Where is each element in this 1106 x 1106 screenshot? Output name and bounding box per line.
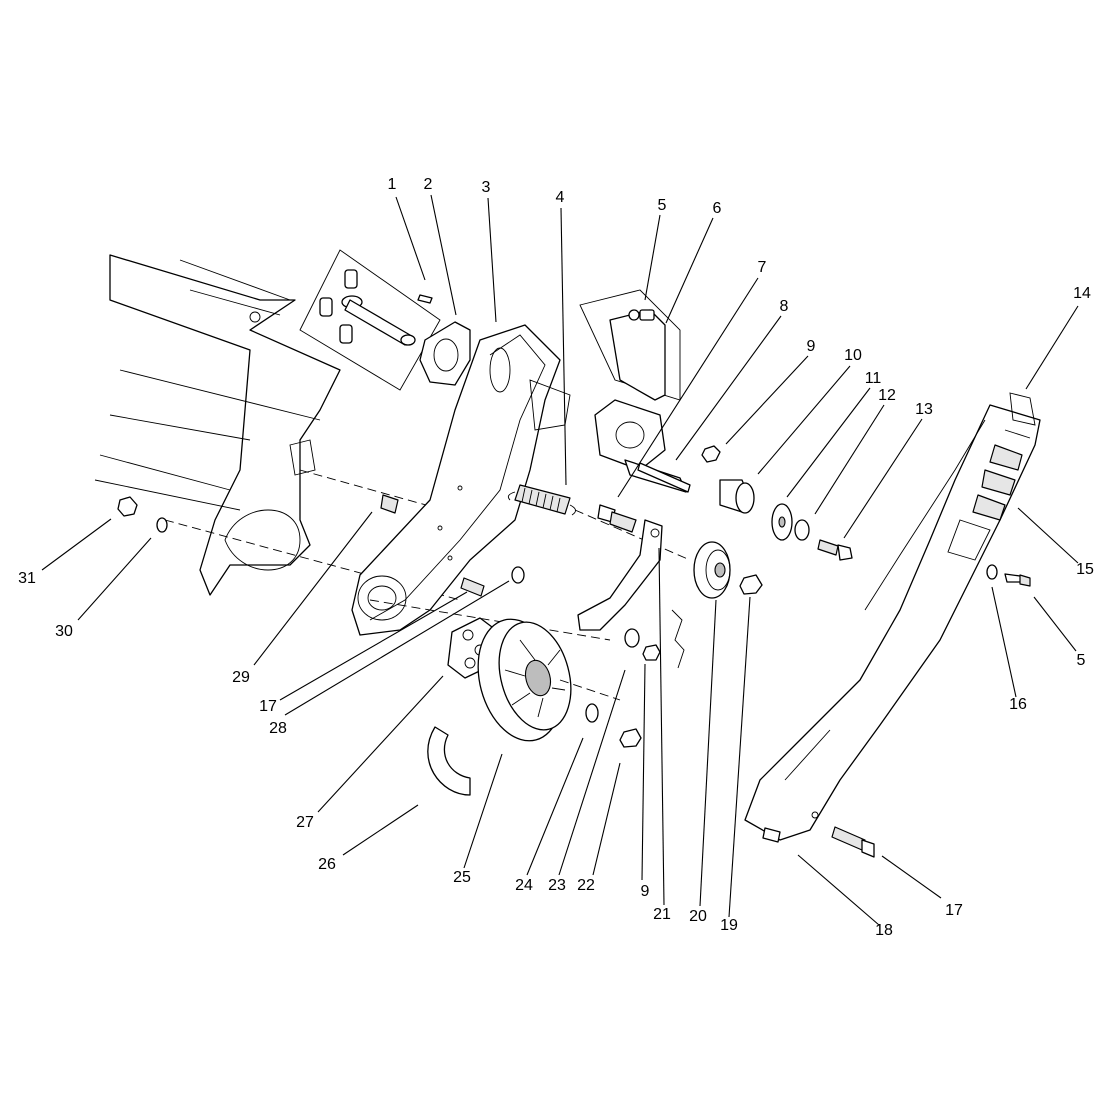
spacer bbox=[719, 479, 755, 514]
callout-16: 16 bbox=[1009, 696, 1027, 713]
leader-lines bbox=[41, 194, 1079, 926]
hex-nut bbox=[701, 445, 721, 463]
callout-12: 12 bbox=[878, 387, 896, 404]
drive-pulley bbox=[477, 618, 621, 742]
callout-5-top: 5 bbox=[658, 197, 667, 214]
tension-spring bbox=[507, 484, 691, 561]
callout-1: 1 bbox=[388, 176, 397, 193]
screw-right bbox=[1004, 573, 1031, 587]
cover-bolt bbox=[831, 826, 875, 858]
hex-bolt-left bbox=[460, 577, 485, 597]
callout-9-top: 9 bbox=[807, 338, 816, 355]
callout-19: 19 bbox=[720, 917, 738, 934]
callout-14: 14 bbox=[1073, 285, 1091, 302]
bearing-plate bbox=[419, 321, 471, 386]
callout-17-left: 17 bbox=[259, 698, 277, 715]
callout-2: 2 bbox=[424, 176, 433, 193]
cover-screw bbox=[762, 827, 781, 843]
callout-31: 31 bbox=[18, 570, 36, 587]
drive-belt bbox=[427, 726, 471, 796]
auger-housing bbox=[94, 254, 481, 601]
callout-13: 13 bbox=[915, 401, 933, 418]
axle-bracket bbox=[299, 249, 441, 391]
callout-24: 24 bbox=[515, 877, 533, 894]
callout-5-right: 5 bbox=[1077, 652, 1086, 669]
callout-22: 22 bbox=[577, 877, 595, 894]
flat-washer bbox=[794, 519, 810, 541]
flange-nut bbox=[117, 496, 138, 517]
washer-28 bbox=[511, 566, 525, 584]
carriage-bolt bbox=[380, 494, 399, 514]
nut-22 bbox=[619, 728, 642, 748]
callout-17-right: 17 bbox=[945, 902, 963, 919]
support-bracket bbox=[579, 289, 681, 401]
callout-4: 4 bbox=[556, 189, 565, 206]
washer-right bbox=[986, 564, 998, 580]
callout-labels: 1 2 3 4 5 6 7 8 9 10 11 12 13 14 15 5 16… bbox=[18, 176, 1094, 939]
callout-11: 11 bbox=[865, 370, 882, 387]
idler-arm bbox=[577, 519, 685, 669]
pin bbox=[637, 462, 691, 493]
belleville-washer bbox=[771, 503, 793, 541]
callout-28: 28 bbox=[269, 720, 287, 737]
callout-8: 8 bbox=[780, 298, 789, 315]
callout-29: 29 bbox=[232, 669, 250, 686]
callout-21: 21 bbox=[653, 906, 671, 923]
callout-6: 6 bbox=[713, 200, 722, 217]
callout-15: 15 bbox=[1076, 561, 1094, 578]
callout-30: 30 bbox=[55, 623, 73, 640]
nut-9-lower bbox=[642, 644, 661, 661]
idler-pulley bbox=[693, 541, 731, 599]
callout-23: 23 bbox=[548, 877, 566, 894]
shoulder-bolt bbox=[817, 539, 853, 561]
callout-25: 25 bbox=[453, 869, 471, 886]
callout-26: 26 bbox=[318, 856, 336, 873]
callout-18: 18 bbox=[875, 922, 893, 939]
callout-7: 7 bbox=[758, 259, 767, 276]
callout-20: 20 bbox=[689, 908, 707, 925]
washer-23 bbox=[624, 628, 640, 648]
washer-24 bbox=[585, 703, 599, 723]
callout-27: 27 bbox=[296, 814, 314, 831]
callout-10: 10 bbox=[844, 347, 862, 364]
chain-case-cover bbox=[744, 404, 1041, 841]
decal bbox=[1009, 392, 1036, 426]
lock-washer bbox=[156, 517, 168, 533]
callout-3: 3 bbox=[482, 179, 491, 196]
pulley-nut bbox=[739, 574, 763, 595]
pivot-bolt bbox=[597, 504, 637, 533]
chain-case-frame bbox=[351, 324, 611, 641]
callout-9-bottom: 9 bbox=[641, 883, 650, 900]
